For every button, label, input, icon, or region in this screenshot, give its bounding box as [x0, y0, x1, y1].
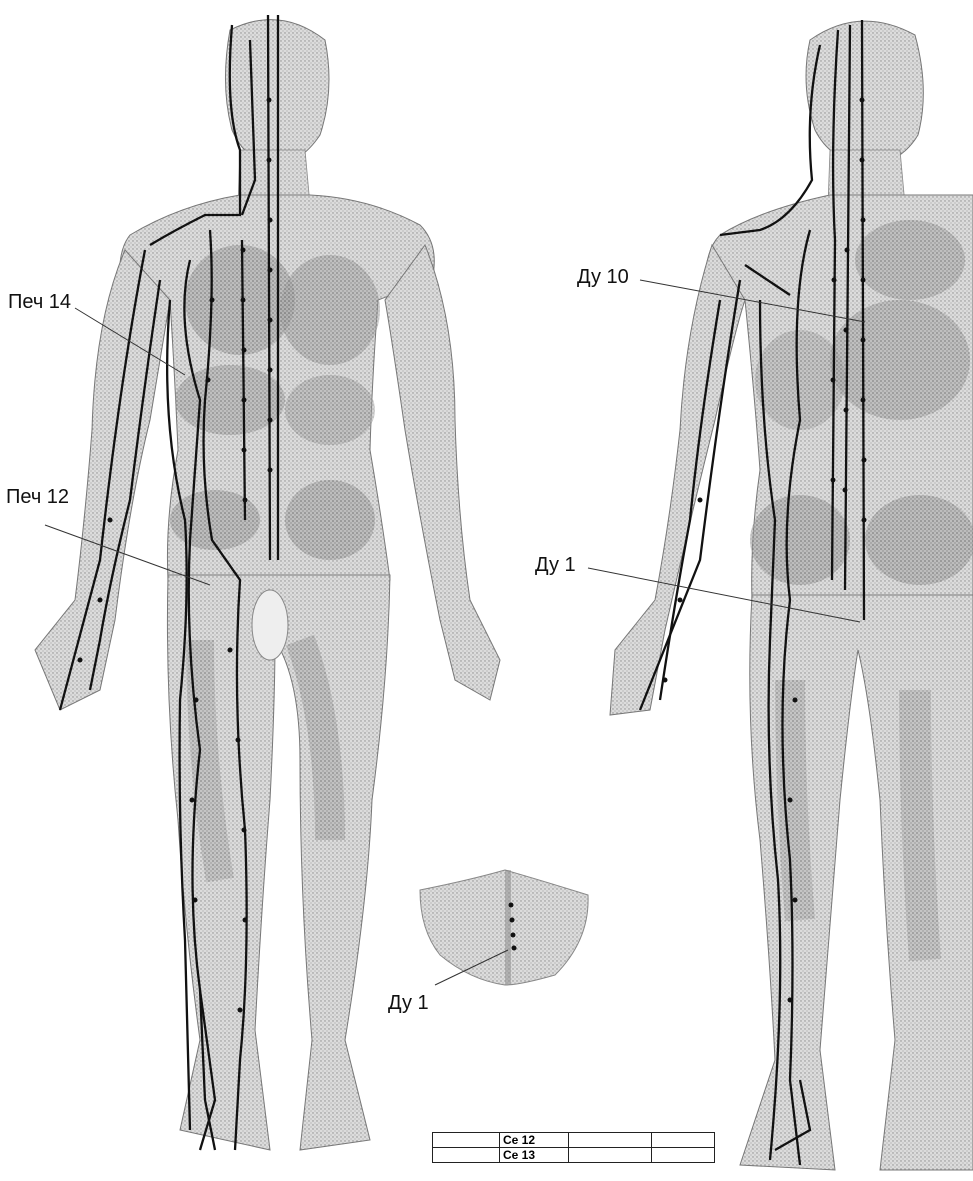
reference-table: Се 12 Се 13	[432, 1132, 715, 1163]
label-liver-14: Печ 14	[8, 292, 71, 312]
label-du-1-back: Ду 1	[535, 555, 576, 575]
table-cell: Се 13	[500, 1148, 569, 1163]
label-du-1-sacrum: Ду 1	[388, 993, 429, 1013]
front-body-figure	[35, 15, 500, 1150]
label-du-10: Ду 10	[577, 267, 629, 287]
table-cell	[433, 1148, 500, 1163]
back-body-figure	[610, 20, 973, 1170]
table-cell	[652, 1133, 715, 1148]
table-cell: Се 12	[500, 1133, 569, 1148]
table-row: Се 13	[433, 1148, 715, 1163]
sacrum-inset-figure	[420, 870, 588, 985]
label-liver-12: Печ 12	[6, 487, 69, 507]
table-cell	[569, 1148, 652, 1163]
table-cell	[433, 1133, 500, 1148]
table-cell	[569, 1133, 652, 1148]
table-cell	[652, 1148, 715, 1163]
table-row: Се 12	[433, 1133, 715, 1148]
